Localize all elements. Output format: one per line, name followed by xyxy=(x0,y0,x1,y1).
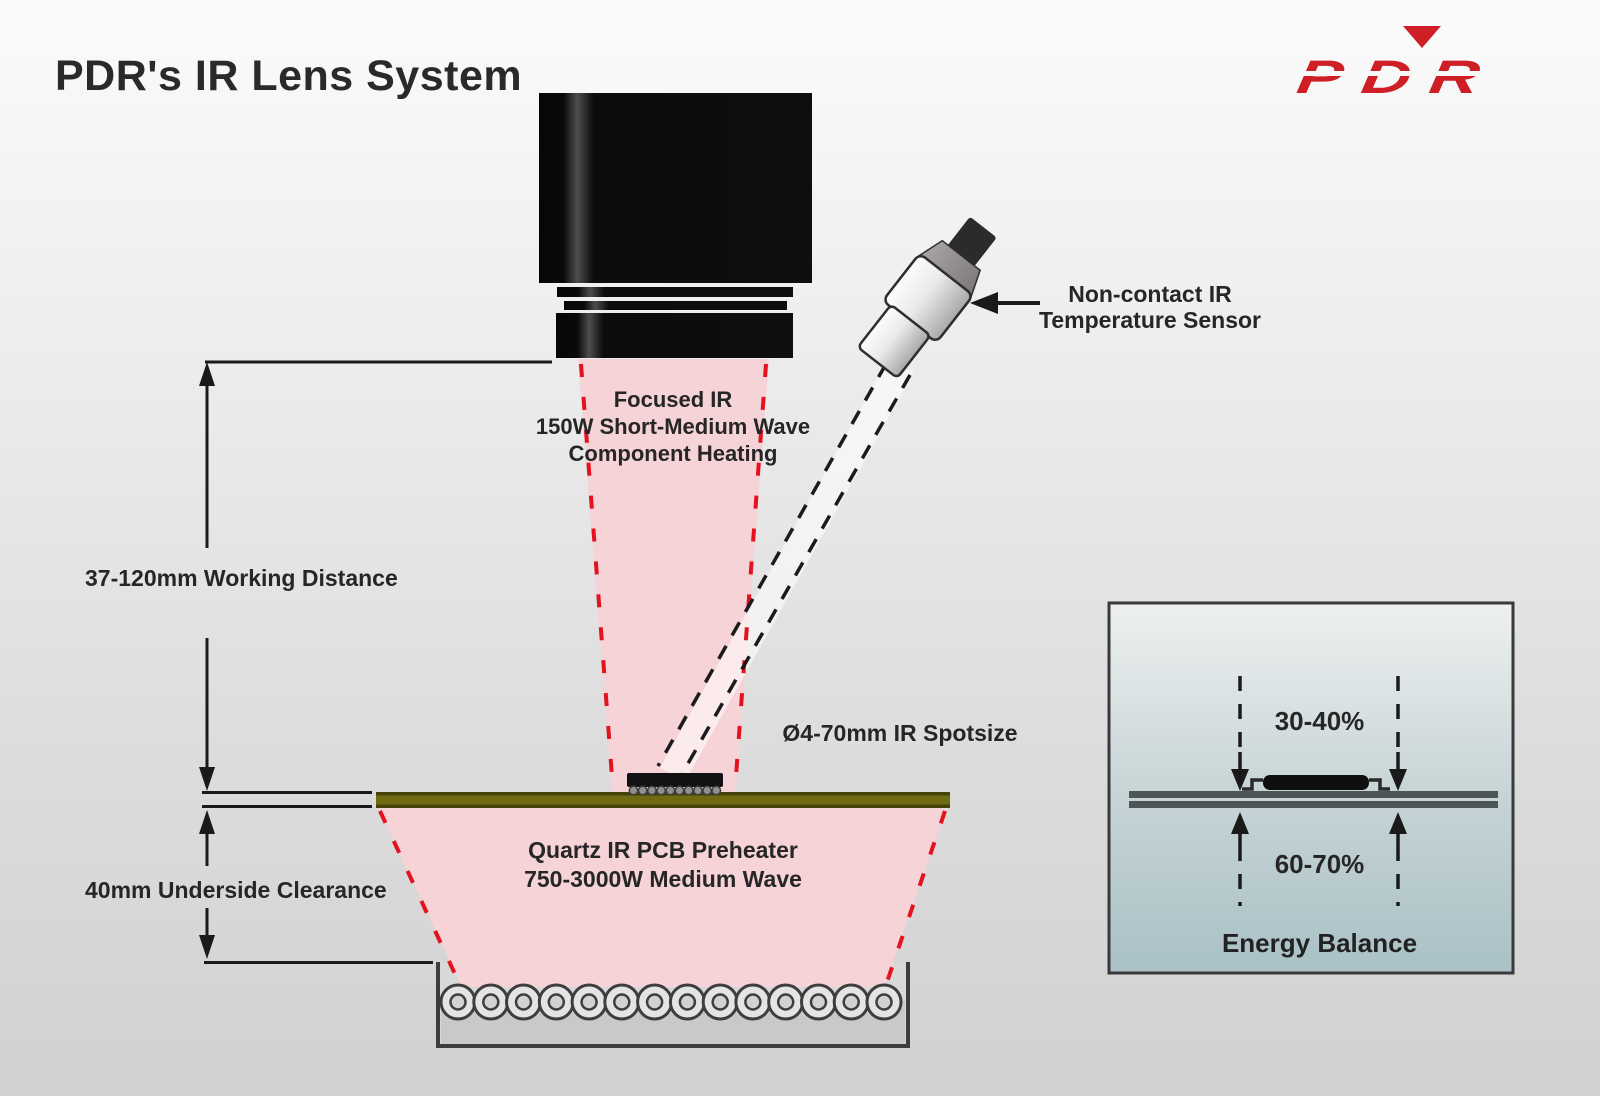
sensor-pointer-arrow xyxy=(970,292,1040,314)
beam-dashed-edges xyxy=(378,363,947,986)
lower-ir-beam xyxy=(378,808,947,987)
inset-energy-arrows xyxy=(1231,676,1407,906)
focused-ir-line3: Component Heating xyxy=(568,441,778,466)
pcb-extension-lines xyxy=(202,791,372,808)
temperature-sensor-device xyxy=(858,217,996,378)
working-distance-label: 37-120mm Working Distance xyxy=(85,565,398,591)
focused-ir-line1: Focused IR xyxy=(613,387,733,412)
pdr-logo: PDR xyxy=(1293,20,1516,105)
pdr-logo-triangle-icon xyxy=(1403,26,1441,48)
dimension-underside-clearance xyxy=(199,810,433,964)
dimension-working-distance xyxy=(199,360,552,791)
temp-sensor-line1: Non-contact IR xyxy=(1068,281,1232,307)
energy-balance-title: Energy Balance xyxy=(1221,928,1418,958)
page-title: PDR's IR Lens System xyxy=(55,52,523,100)
underside-clearance-label: 40mm Underside Clearance xyxy=(85,877,387,903)
temp-sensor-label: Non-contact IR Temperature Sensor xyxy=(1025,281,1275,333)
preheater-line2: 750-3000W Medium Wave xyxy=(524,866,802,892)
energy-balance-bottom-value: 60-70% xyxy=(1274,849,1365,879)
pdr-logo-letters: PDR xyxy=(1293,50,1503,103)
preheater-line1: Quartz IR PCB Preheater xyxy=(528,837,798,863)
preheater-label: Quartz IR PCB Preheater 750-3000W Medium… xyxy=(513,836,813,894)
heater-coils xyxy=(439,983,903,1021)
energy-balance-top-value: 30-40% xyxy=(1274,706,1365,736)
temp-sensor-line2: Temperature Sensor xyxy=(1039,307,1261,333)
ir-lens-assembly xyxy=(539,93,812,358)
sensor-body-lower xyxy=(858,305,930,378)
preheater-tray-outline xyxy=(436,962,910,1048)
component-chip xyxy=(627,773,723,796)
inset-board-top xyxy=(1129,791,1498,798)
sensor-sight-band xyxy=(660,360,914,780)
inset-board-bottom xyxy=(1129,801,1498,808)
ir-spotsize-label: Ø4-70mm IR Spotsize xyxy=(782,720,1018,746)
sensor-sight-lines xyxy=(656,363,912,775)
inset-chip xyxy=(1242,775,1390,791)
focused-ir-label: Focused IR 150W Short-Medium Wave Compon… xyxy=(493,386,853,467)
pdr-logo-slit xyxy=(1296,71,1512,76)
focused-ir-line2: 150W Short-Medium Wave xyxy=(535,414,811,439)
energy-balance-inset xyxy=(1107,601,1515,975)
